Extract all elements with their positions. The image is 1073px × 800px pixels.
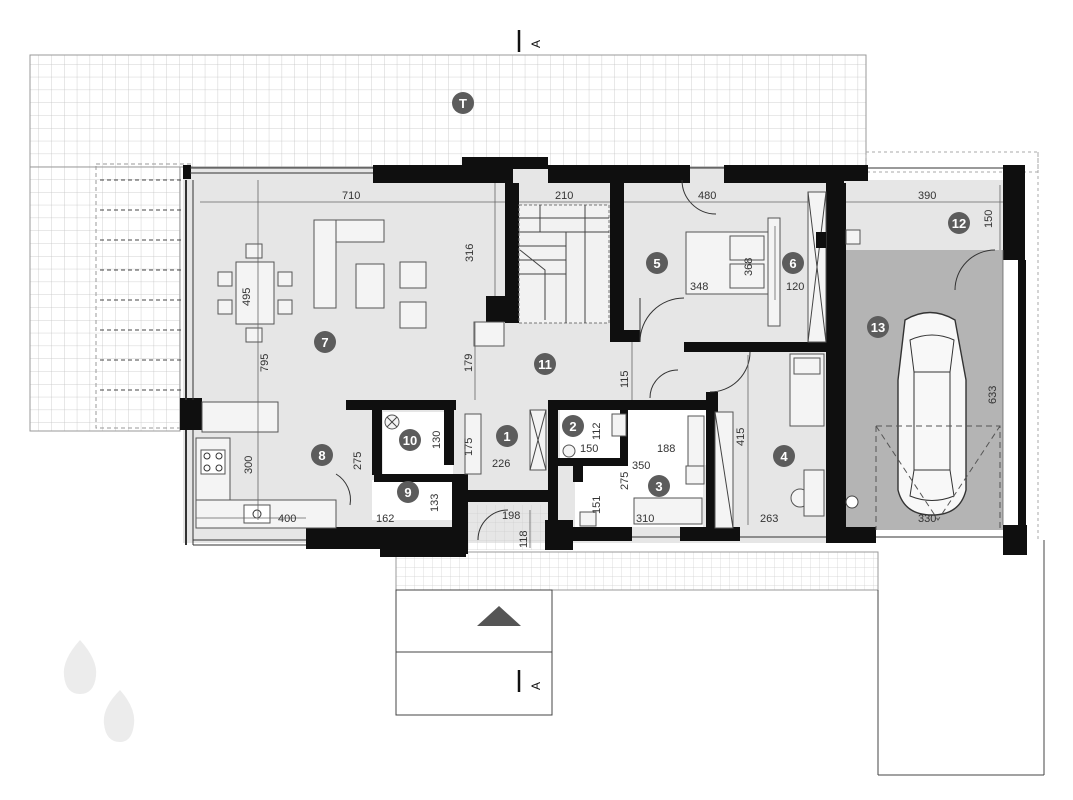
sink-icon bbox=[243, 504, 271, 524]
svg-text:4: 4 bbox=[780, 449, 788, 464]
room-badge-terrace: T bbox=[452, 92, 474, 114]
dim-label: 480 bbox=[698, 190, 716, 202]
dim-label: 133 bbox=[429, 494, 441, 512]
dim-label: 275 bbox=[619, 472, 631, 490]
svg-text:2: 2 bbox=[569, 419, 576, 434]
dim-label: 415 bbox=[735, 428, 747, 446]
watermark-logo bbox=[63, 640, 135, 742]
dimension-lines bbox=[196, 180, 1004, 548]
dim-label: 118 bbox=[518, 530, 530, 548]
room-badge-5: 5 bbox=[646, 252, 668, 274]
svg-text:9: 9 bbox=[404, 485, 411, 500]
dim-label: 150 bbox=[580, 443, 598, 455]
driveway bbox=[395, 540, 1045, 776]
dim-label: 263 bbox=[760, 513, 778, 525]
room-badge-12: 12 bbox=[948, 212, 970, 234]
dim-label: 316 bbox=[464, 244, 476, 262]
dim-label: 633 bbox=[987, 386, 999, 404]
dim-label: 390 bbox=[918, 190, 936, 202]
dim-label: 300 bbox=[243, 456, 255, 474]
dim-label: 226 bbox=[492, 458, 510, 470]
dim-label: 175 bbox=[463, 438, 475, 456]
room-badge-7: 7 bbox=[314, 331, 336, 353]
dim-label: 330 bbox=[918, 513, 936, 525]
walls bbox=[180, 157, 1027, 557]
svg-text:6: 6 bbox=[789, 256, 796, 271]
svg-text:1: 1 bbox=[503, 429, 510, 444]
dim-label: 188 bbox=[657, 443, 675, 455]
dim-label: 400 bbox=[278, 513, 296, 525]
svg-text:A: A bbox=[529, 40, 543, 48]
stove-icon bbox=[200, 449, 226, 475]
svg-text:10: 10 bbox=[403, 433, 417, 448]
svg-text:13: 13 bbox=[871, 320, 885, 335]
dim-label: 198 bbox=[502, 510, 520, 522]
dim-label: 368 bbox=[743, 258, 755, 276]
svg-text:3: 3 bbox=[655, 479, 662, 494]
furniture bbox=[195, 191, 861, 529]
dim-label: 210 bbox=[555, 190, 573, 202]
room-badge-13: 13 bbox=[867, 316, 889, 338]
section-marker-bottom: A bbox=[517, 670, 543, 692]
terrace bbox=[29, 54, 1039, 591]
dim-label: 179 bbox=[463, 354, 475, 372]
bed-icon bbox=[685, 231, 769, 295]
room-badges: T 1 2 3 4 5 6 7 8 9 10 11 12 13 bbox=[311, 92, 970, 503]
svg-text:12: 12 bbox=[952, 216, 966, 231]
dim-label: 112 bbox=[591, 422, 603, 440]
svg-text:A: A bbox=[529, 682, 543, 690]
dimension-labels: 710 210 480 390 150 316 495 348 368 120 … bbox=[241, 190, 999, 548]
room-badge-2: 2 bbox=[562, 415, 584, 437]
section-marker-top: A bbox=[517, 30, 543, 52]
dim-label: 275 bbox=[352, 452, 364, 470]
room-badge-10: 10 bbox=[399, 429, 421, 451]
dim-label: 120 bbox=[786, 281, 804, 293]
room-badge-11: 11 bbox=[534, 353, 556, 375]
room-badge-3: 3 bbox=[648, 475, 670, 497]
dim-label: 115 bbox=[619, 370, 631, 388]
room-badge-6: 6 bbox=[782, 252, 804, 274]
dim-label: 350 bbox=[632, 460, 650, 472]
dim-label: 710 bbox=[342, 190, 360, 202]
dim-label: 150 bbox=[983, 210, 995, 228]
room-badge-9: 9 bbox=[397, 481, 419, 503]
dim-label: 162 bbox=[376, 513, 394, 525]
room-badge-8: 8 bbox=[311, 444, 333, 466]
glazing bbox=[185, 167, 1003, 546]
svg-text:7: 7 bbox=[321, 335, 328, 350]
svg-text:5: 5 bbox=[653, 256, 660, 271]
dim-label: 495 bbox=[241, 288, 253, 306]
doors bbox=[335, 179, 996, 541]
dim-label: 151 bbox=[591, 496, 603, 514]
svg-text:8: 8 bbox=[318, 448, 325, 463]
svg-text:11: 11 bbox=[538, 357, 552, 372]
room-badge-4: 4 bbox=[773, 445, 795, 467]
dim-label: 130 bbox=[431, 431, 443, 449]
room-badge-1: 1 bbox=[496, 425, 518, 447]
dim-label: 795 bbox=[259, 354, 271, 372]
dim-label: 348 bbox=[690, 281, 708, 293]
svg-text:T: T bbox=[459, 96, 467, 111]
staircase bbox=[518, 204, 610, 324]
entrance-arrow-icon bbox=[477, 606, 521, 626]
dim-label: 310 bbox=[636, 513, 654, 525]
car-icon bbox=[875, 311, 1001, 530]
